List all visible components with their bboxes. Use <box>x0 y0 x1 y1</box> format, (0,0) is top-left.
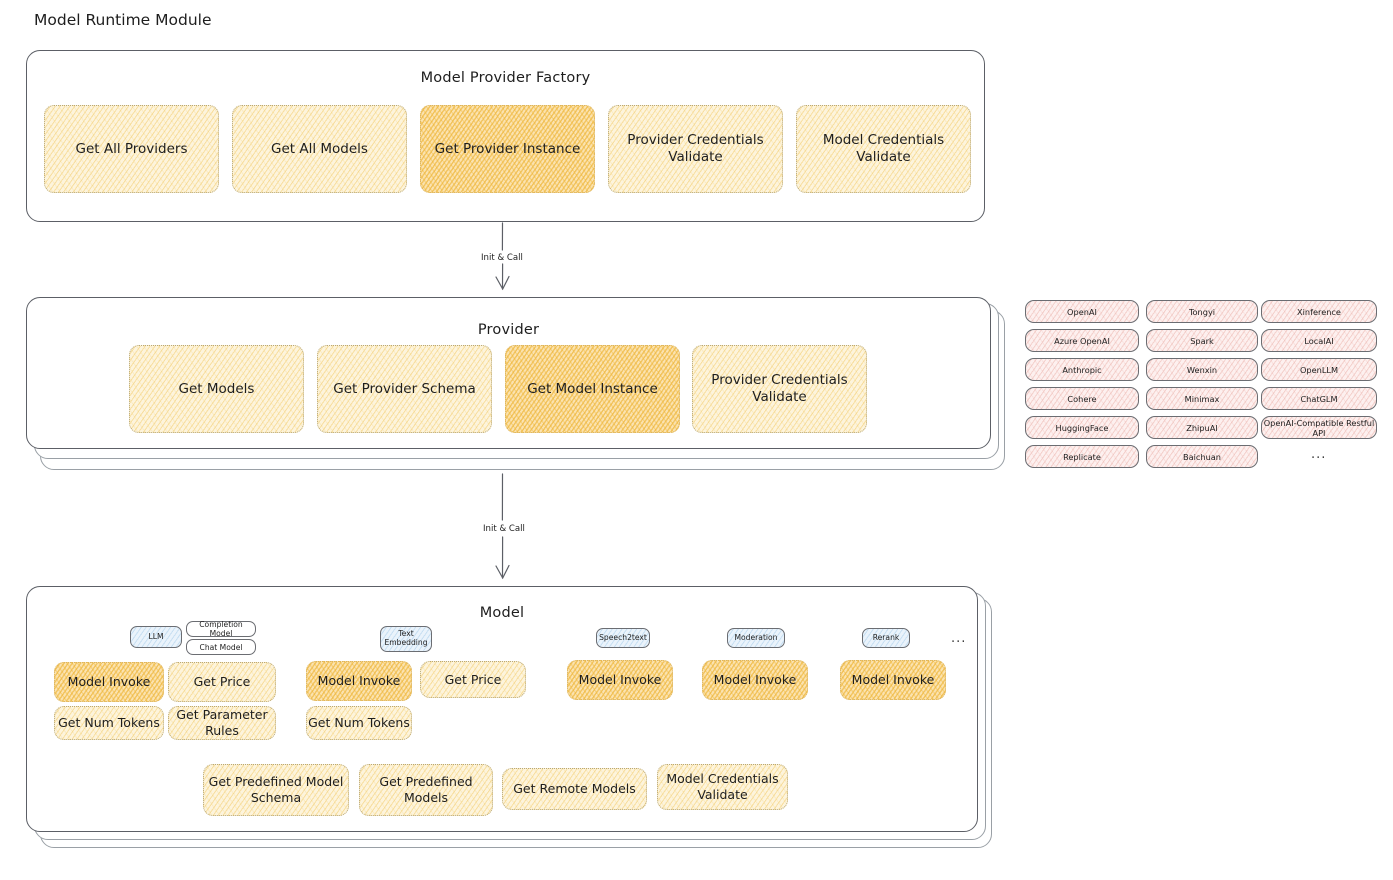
model-method-box[interactable]: Get Num Tokens <box>306 706 412 740</box>
provider-chip[interactable]: Cohere <box>1025 387 1139 410</box>
model-sub-badge[interactable]: Chat Model <box>186 639 256 655</box>
model-method-box[interactable]: Model Invoke <box>840 660 946 700</box>
provider-chip[interactable]: Replicate <box>1025 445 1139 468</box>
factory-box-get-all-models[interactable]: Get All Models <box>232 105 407 193</box>
model-common-method-box[interactable]: Get Predefined Model Schema <box>203 764 349 816</box>
arrow-label-provider-to-model: Init & Call <box>480 524 528 534</box>
provider-chip[interactable]: ZhipuAI <box>1146 416 1258 439</box>
model-common-method-box[interactable]: Get Predefined Models <box>359 764 493 816</box>
model-method-box[interactable]: Get Price <box>420 661 526 698</box>
provider-chip[interactable]: OpenAI-Compatible Restful API <box>1261 416 1377 439</box>
arrow-label-factory-to-provider: Init & Call <box>478 253 526 263</box>
page-title: Model Runtime Module <box>34 11 212 29</box>
factory-box-get-provider-instance[interactable]: Get Provider Instance <box>420 105 595 193</box>
model-common-method-box[interactable]: Get Remote Models <box>502 768 647 810</box>
provider-chip[interactable]: Anthropic <box>1025 358 1139 381</box>
model-type-badge[interactable]: Text Embedding <box>380 626 432 652</box>
model-type-badge[interactable]: Rerank <box>862 628 910 648</box>
provider-chip[interactable]: Minimax <box>1146 387 1258 410</box>
provider-chip[interactable]: Tongyi <box>1146 300 1258 323</box>
model-method-box[interactable]: Get Price <box>168 662 276 702</box>
provider-list-more-ellipsis: ... <box>1311 447 1327 462</box>
provider-chip[interactable]: OpenLLM <box>1261 358 1377 381</box>
model-title: Model <box>479 605 525 621</box>
model-method-box[interactable]: Model Invoke <box>567 660 673 700</box>
model-sub-badge[interactable]: Completion Model <box>186 620 256 638</box>
provider-title: Provider <box>477 322 540 338</box>
provider-box-get-provider-schema[interactable]: Get Provider Schema <box>317 345 492 433</box>
provider-chip[interactable]: Xinference <box>1261 300 1377 323</box>
provider-box-get-model-instance[interactable]: Get Model Instance <box>505 345 680 433</box>
model-types-more-ellipsis: ... <box>951 631 967 646</box>
model-method-box[interactable]: Model Invoke <box>702 660 808 700</box>
model-method-box[interactable]: Get Num Tokens <box>54 706 164 740</box>
factory-box-model-credentials-validate[interactable]: Model Credentials Validate <box>796 105 971 193</box>
model-type-badge[interactable]: LLM <box>130 626 182 648</box>
model-common-method-box[interactable]: Model Credentials Validate <box>657 764 788 810</box>
provider-chip[interactable]: Wenxin <box>1146 358 1258 381</box>
model-type-badge[interactable]: Speech2text <box>596 628 650 648</box>
provider-box-provider-credentials-validate[interactable]: Provider Credentials Validate <box>692 345 867 433</box>
provider-chip[interactable]: Spark <box>1146 329 1258 352</box>
provider-chip[interactable]: ChatGLM <box>1261 387 1377 410</box>
factory-box-provider-credentials-validate[interactable]: Provider Credentials Validate <box>608 105 783 193</box>
model-method-box[interactable]: Model Invoke <box>54 662 164 702</box>
provider-box-get-models[interactable]: Get Models <box>129 345 304 433</box>
model-method-box[interactable]: Model Invoke <box>306 661 412 701</box>
model-method-box[interactable]: Get Parameter Rules <box>168 706 276 740</box>
provider-chip[interactable]: Baichuan <box>1146 445 1258 468</box>
provider-chip[interactable]: OpenAI <box>1025 300 1139 323</box>
provider-chip[interactable]: Azure OpenAI <box>1025 329 1139 352</box>
provider-chip[interactable]: LocalAI <box>1261 329 1377 352</box>
model-provider-factory-title: Model Provider Factory <box>420 70 591 86</box>
factory-box-get-all-providers[interactable]: Get All Providers <box>44 105 219 193</box>
model-type-badge[interactable]: Moderation <box>727 628 785 648</box>
provider-chip[interactable]: HuggingFace <box>1025 416 1139 439</box>
